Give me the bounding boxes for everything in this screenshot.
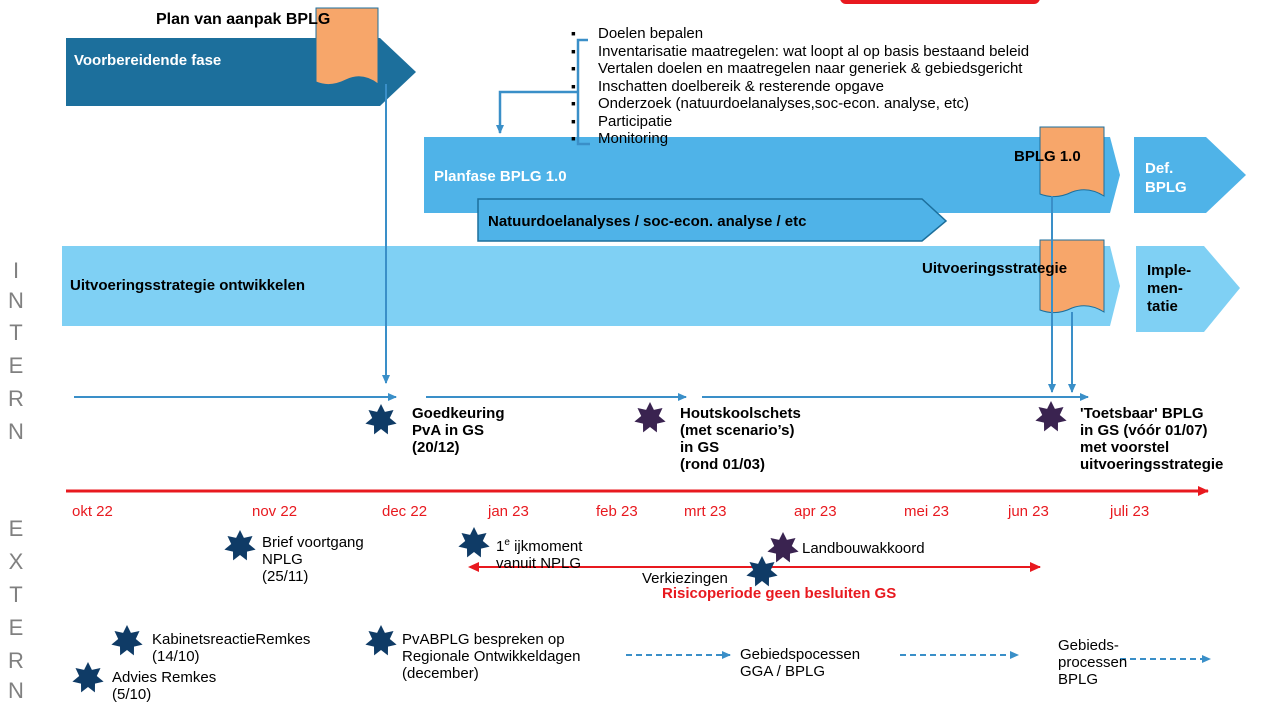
risicoperiode-text: Risicoperiode geen besluiten GS bbox=[662, 585, 897, 602]
star-icon bbox=[365, 625, 397, 656]
document-icon bbox=[315, 7, 379, 86]
planfase-label: Planfase BPLG 1.0 bbox=[434, 168, 567, 185]
advies-remkes-text: Advies Remkes (5/10) bbox=[112, 669, 217, 703]
star-icon bbox=[634, 402, 666, 433]
gebiedsprocessen-bplg-text: Gebieds- processen BPLG bbox=[1058, 637, 1128, 688]
extern-letter: T bbox=[9, 582, 23, 607]
star-icon bbox=[458, 527, 490, 558]
bullet-item: Monitoring bbox=[571, 130, 1029, 148]
uitvoeringsstrategie-bar bbox=[62, 246, 1120, 326]
month-label: juli 23 bbox=[1110, 503, 1150, 520]
planfase-bar bbox=[424, 137, 1120, 213]
bullet-item: Onderzoek (natuurdoelanalyses,soc-econ. … bbox=[571, 95, 1029, 113]
document-icon bbox=[1039, 239, 1105, 314]
def-bplg-chevron bbox=[1134, 137, 1246, 213]
intern-letter: N bbox=[8, 419, 24, 444]
gebiedsprocessen-gga-text: Gebiedspocessen GGA / BPLG bbox=[740, 646, 861, 680]
bullets-bracket bbox=[576, 38, 590, 146]
month-label: feb 23 bbox=[596, 503, 638, 520]
landbouwakkoord-text: Landbouwakkoord bbox=[802, 540, 925, 557]
extern-letter: N bbox=[8, 678, 24, 703]
intern-letter: T bbox=[9, 320, 23, 345]
verkiezingen-text: Verkiezingen bbox=[642, 570, 728, 587]
star-icon bbox=[365, 404, 397, 435]
implementatie-label: Imple- men- tatie bbox=[1147, 262, 1192, 315]
plan-van-aanpak-label: Plan van aanpak BPLG bbox=[156, 11, 331, 28]
star-icon bbox=[111, 625, 143, 656]
bullet-item: Doelen bepalen bbox=[571, 25, 1029, 43]
month-label: jun 23 bbox=[1008, 503, 1049, 520]
intern-letter: I bbox=[12, 258, 20, 283]
intern-letter: E bbox=[8, 353, 24, 378]
month-label: okt 22 bbox=[72, 503, 113, 520]
extern-letter: X bbox=[8, 549, 24, 574]
voorbereidende-fase-label: Voorbereidende fase bbox=[74, 52, 222, 69]
bullet-item: Inschatten doelbereik & resterende opgav… bbox=[571, 78, 1029, 96]
uitvoeringsstrategie-ontwikkelen-label: Uitvoeringsstrategie ontwikkelen bbox=[70, 277, 306, 294]
brief-voortgang-text: Brief voortgang NPLG (25/11) bbox=[262, 534, 364, 585]
uitvoeringsstrategie-doc-label: Uitvoeringsstrategie bbox=[922, 260, 1068, 277]
bullet-item: Vertalen doelen en maatregelen naar gene… bbox=[571, 60, 1029, 78]
bplg-doc-label: BPLG 1.0 bbox=[1014, 148, 1081, 165]
pva-bespreken-text: PvABPLG bespreken op Regionale Ontwikkel… bbox=[402, 631, 581, 682]
natuurdoel-bar bbox=[477, 198, 948, 242]
kabinetsreactie-text: KabinetsreactieRemkes (14/10) bbox=[152, 631, 311, 665]
extern-letter: R bbox=[8, 648, 24, 673]
star-icon bbox=[72, 662, 104, 693]
intern-letter: N bbox=[8, 288, 24, 313]
star-icon bbox=[1035, 401, 1067, 432]
implementatie-chevron bbox=[1136, 246, 1240, 332]
extern-letter: E bbox=[8, 615, 24, 640]
month-label: jan 23 bbox=[488, 503, 529, 520]
bullet-item: Participatie bbox=[571, 113, 1029, 131]
star-icon bbox=[767, 532, 799, 563]
title-banner-fragment bbox=[840, 0, 1040, 4]
star-icon bbox=[224, 530, 256, 561]
month-label: apr 23 bbox=[794, 503, 837, 520]
month-label: mei 23 bbox=[904, 503, 950, 520]
ijkmoment-text: 1e ijkmoment vanuit NPLG bbox=[496, 537, 583, 572]
star-icon bbox=[746, 556, 778, 587]
intern-letter: R bbox=[8, 386, 24, 411]
month-label: nov 22 bbox=[252, 503, 298, 520]
natuurdoel-bar-label: Natuurdoelanalyses / soc-econ. analyse /… bbox=[488, 213, 807, 230]
month-label: mrt 23 bbox=[684, 503, 727, 520]
extern-letter: E bbox=[8, 516, 24, 541]
activity-bullet-list: Doelen bepalen Inventarisatie maatregele… bbox=[571, 25, 1029, 148]
def-bplg-label: Def. BPLG bbox=[1145, 160, 1187, 196]
month-label: dec 22 bbox=[382, 503, 428, 520]
document-icon bbox=[1039, 126, 1105, 198]
connector-to-planfase bbox=[496, 90, 578, 134]
milestone-toetsbaar-bplg: 'Toetsbaar' BPLG in GS (vóór 01/07) met … bbox=[1080, 405, 1224, 473]
bullet-item: Inventarisatie maatregelen: wat loopt al… bbox=[571, 43, 1029, 61]
milestone-houtskoolschets: Houtskoolschets (met scenario’s) in GS (… bbox=[680, 405, 801, 473]
milestone-goedkeuring-pva: Goedkeuring PvA in GS (20/12) bbox=[412, 405, 505, 456]
